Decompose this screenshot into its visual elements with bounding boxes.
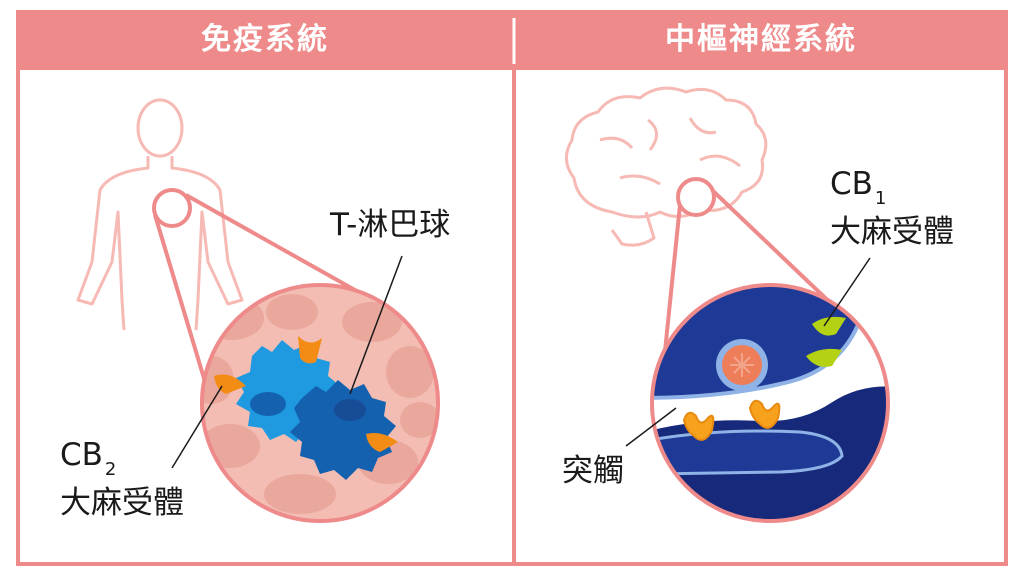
cb1-receptor (812, 316, 846, 336)
label-synapse: 突觸 (562, 453, 624, 489)
leader-line (349, 255, 403, 395)
label-cb2-name: CB (60, 437, 103, 473)
label-cb2-receptor: 大麻受體 (60, 485, 184, 521)
label-t-cell: T-淋巴球 (330, 207, 451, 243)
label-cb1-subscript: 1 (874, 188, 887, 209)
synapse-receptor (682, 411, 715, 441)
t-cell-dark (290, 380, 396, 480)
cb1-receptor (806, 348, 842, 367)
label-cb1-receptor: 大麻受體 (830, 214, 954, 250)
magnifier-circle-icon (676, 177, 716, 217)
tissue-magnified-view (202, 285, 438, 521)
label-cb2-subscript: 2 (104, 459, 117, 480)
title-bar (18, 12, 1006, 70)
leader-line (823, 257, 871, 327)
panel-title-immune: 免疫系統 (201, 22, 329, 57)
zoom-line (710, 188, 842, 314)
cb2-receptor (298, 336, 322, 364)
cb2-receptor (214, 374, 246, 394)
zoom-line (185, 193, 379, 305)
leader-line (171, 385, 223, 469)
synapse-magnified-view (652, 285, 888, 521)
magnify-lens-left (200, 283, 440, 523)
cb2-receptor (366, 433, 398, 452)
synapse-receptor (748, 399, 781, 429)
panel-title-cns: 中樞神經系統 (665, 22, 857, 57)
magnifier-circle-icon (152, 188, 192, 228)
leader-line (625, 407, 677, 447)
label-cb1-name: CB (830, 166, 873, 202)
human-body-icon (76, 98, 244, 331)
zoom-line (153, 214, 214, 406)
magnify-lens-right (650, 283, 890, 523)
